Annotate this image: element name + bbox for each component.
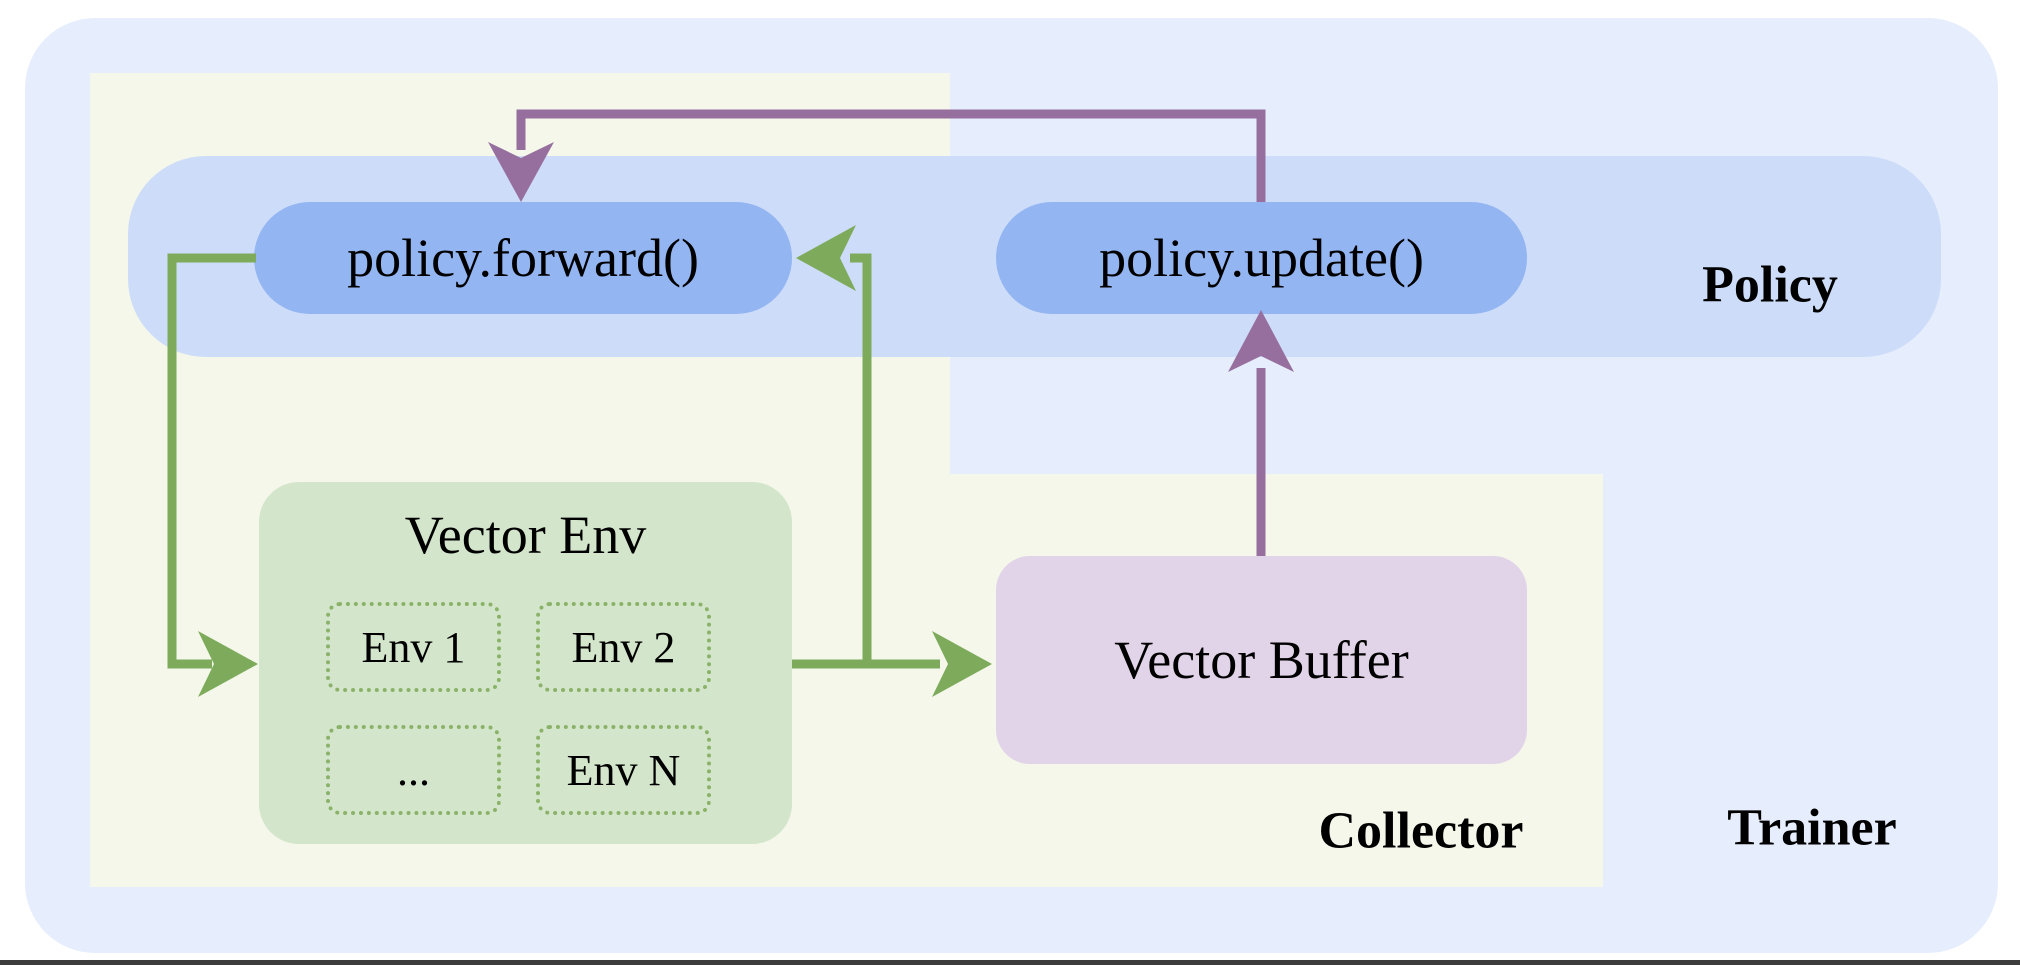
vector-env-title: Vector Env xyxy=(404,505,647,565)
env-cell-1-label: Env 1 xyxy=(361,622,466,672)
vector-buffer-label: Vector Buffer xyxy=(1114,630,1409,690)
policy-update-node: policy.update() xyxy=(996,202,1527,314)
env-cell-2: Env 2 xyxy=(536,602,711,692)
vector-buffer-node: Vector Buffer xyxy=(996,556,1527,764)
policy-update-label: policy.update() xyxy=(1099,228,1424,288)
env-cell-ellipsis-label: ... xyxy=(397,745,430,795)
env-cell-2-label: Env 2 xyxy=(571,622,676,672)
trainer-region-label: Trainer xyxy=(1727,799,1897,857)
env-cell-n: Env N xyxy=(536,725,711,815)
bottom-edge-line xyxy=(0,960,2020,965)
policy-forward-node: policy.forward() xyxy=(254,202,792,314)
policy-forward-label: policy.forward() xyxy=(347,228,699,288)
env-cell-ellipsis: ... xyxy=(326,725,501,815)
vector-env-node: Vector Env Env 1 Env 2 ... Env N xyxy=(259,482,792,844)
collector-region-label: Collector xyxy=(1318,802,1524,860)
policy-region-label: Policy xyxy=(1702,256,1838,314)
env-cell-1: Env 1 xyxy=(326,602,501,692)
env-cell-n-label: Env N xyxy=(566,745,681,795)
